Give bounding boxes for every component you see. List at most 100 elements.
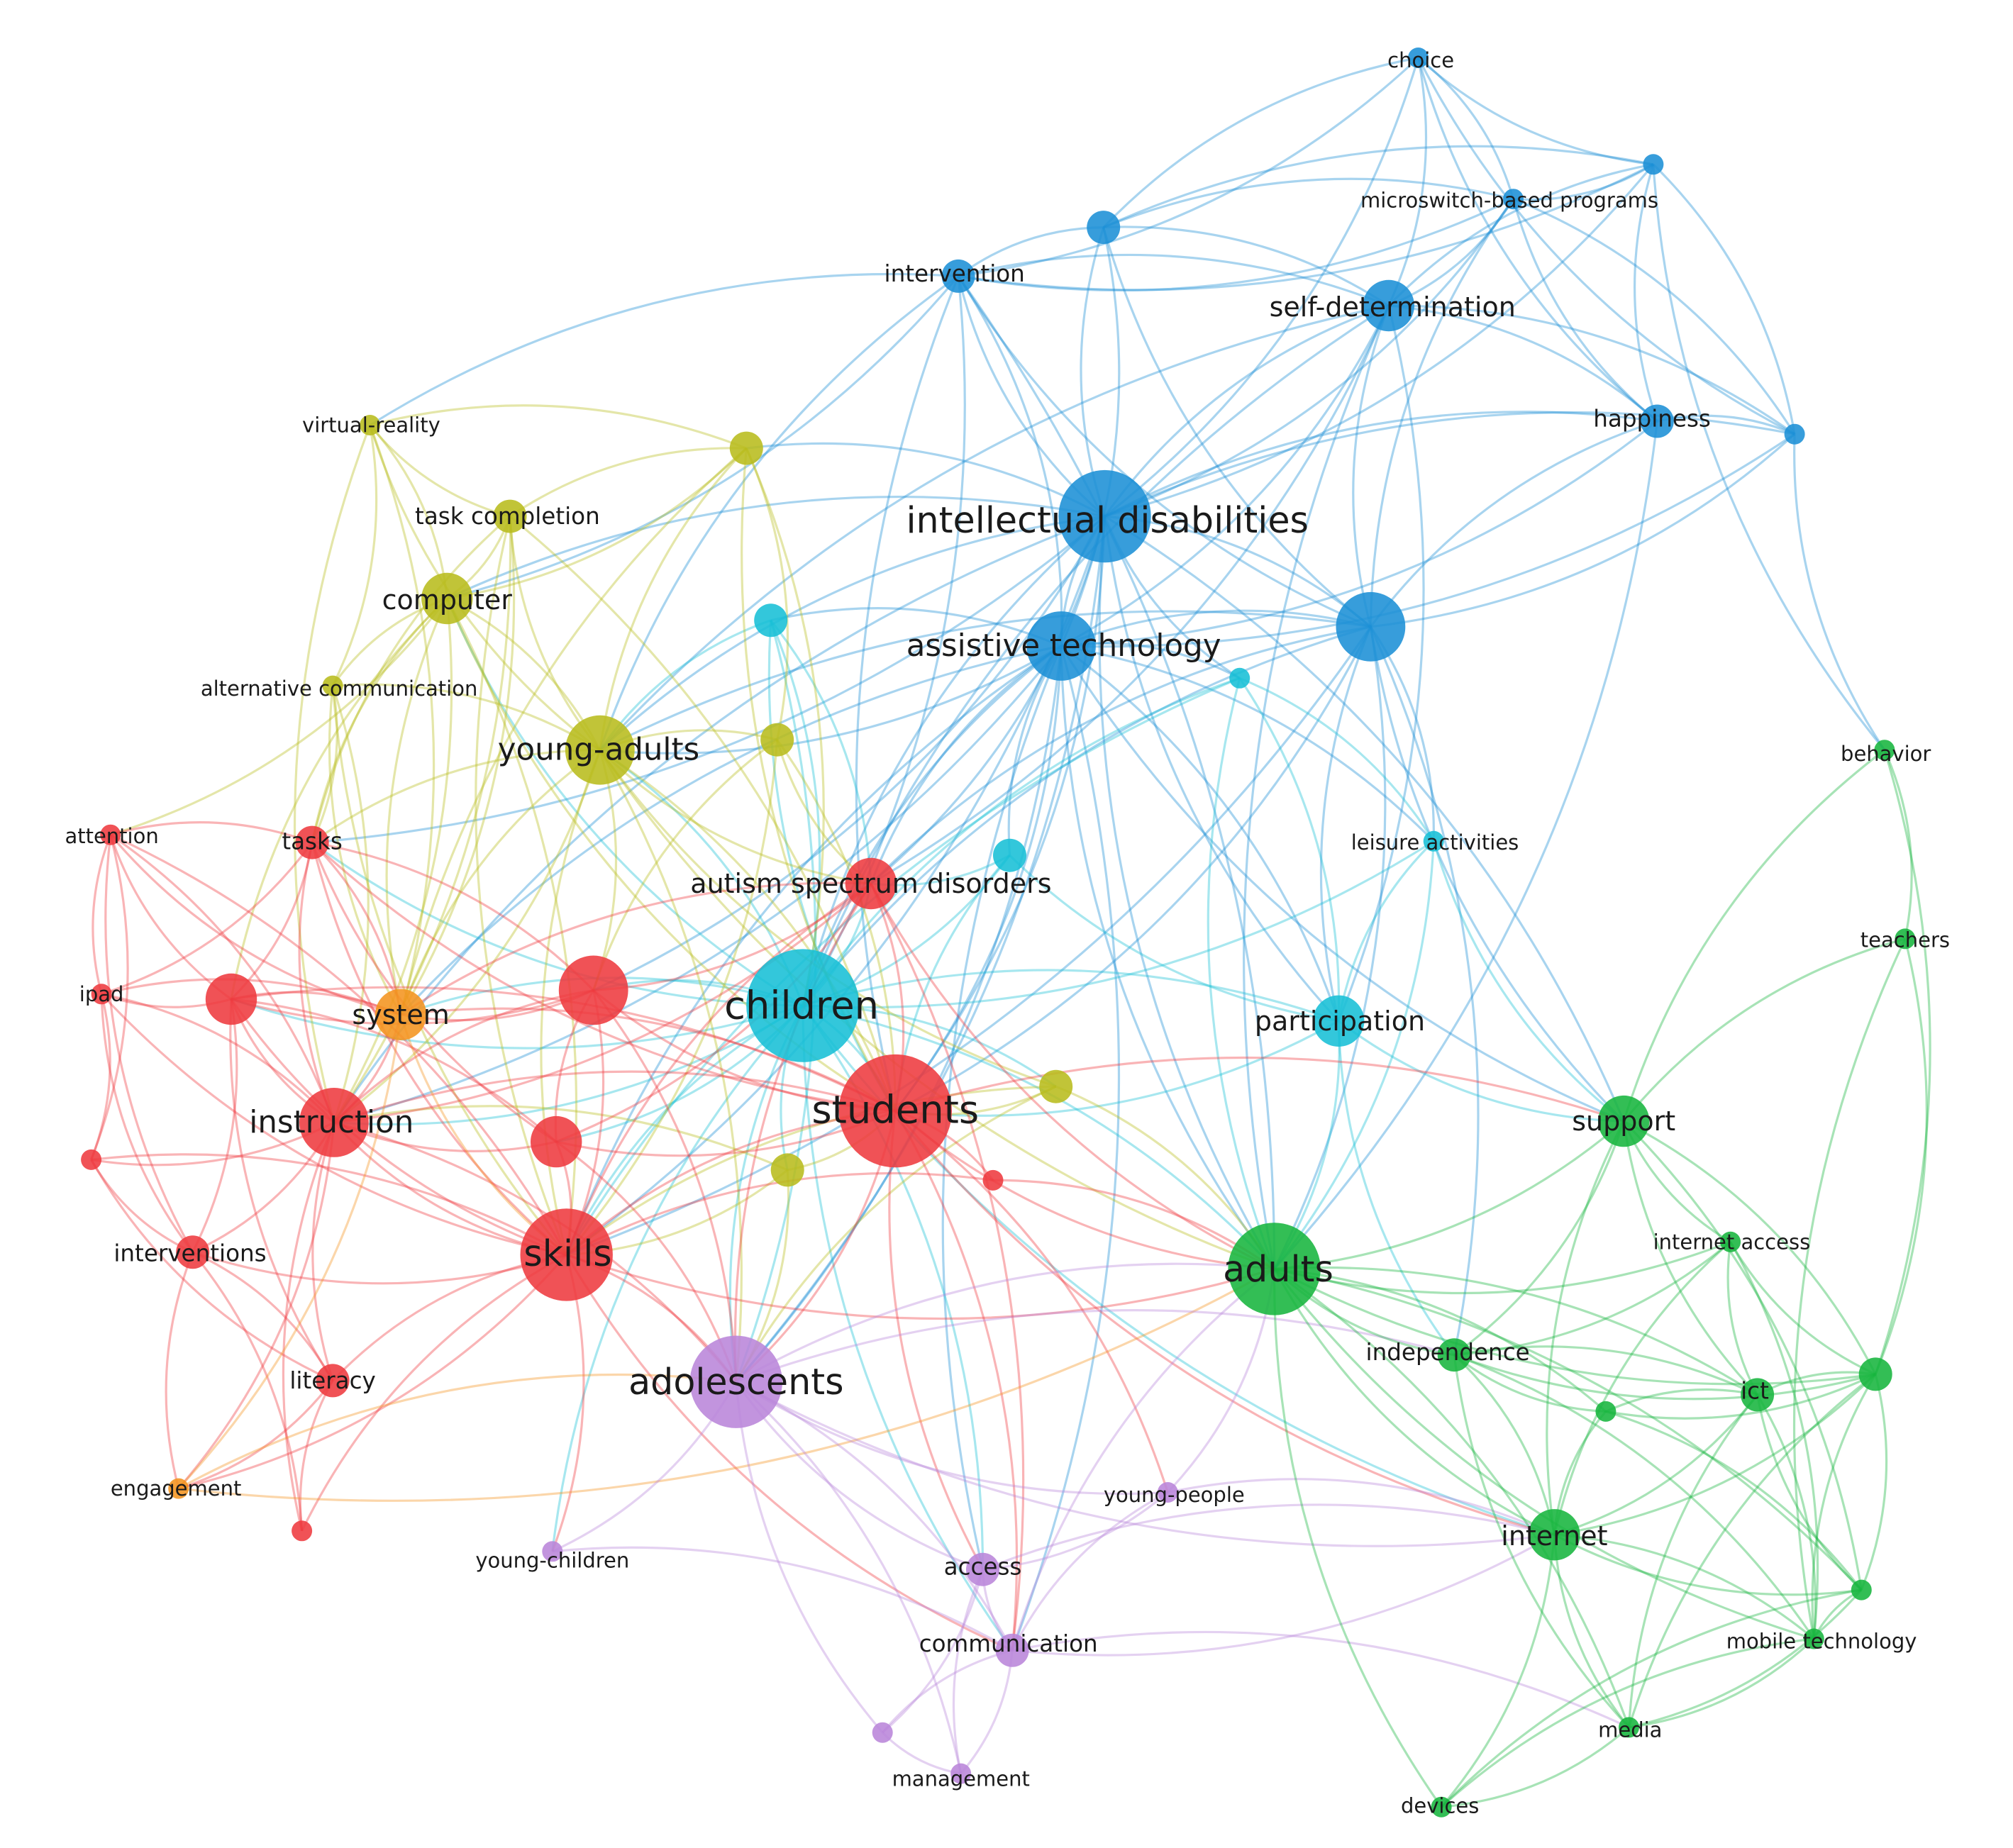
- edge-assist-communication: [1011, 645, 1121, 1651]
- node-n_re6[interactable]: [292, 1520, 313, 1542]
- node-n_re1[interactable]: [205, 973, 257, 1025]
- node-choice[interactable]: [1408, 48, 1429, 68]
- edge-n_bl2-selfdet: [1103, 226, 1390, 307]
- node-skills[interactable]: [520, 1208, 613, 1301]
- node-leisure[interactable]: [1423, 830, 1444, 852]
- node-assist[interactable]: [1026, 611, 1096, 681]
- node-n_pu1[interactable]: [872, 1722, 893, 1743]
- node-internet[interactable]: [1529, 1509, 1580, 1561]
- node-youngchildren[interactable]: [542, 1541, 563, 1562]
- edge-adolescents-independence: [736, 1309, 1455, 1384]
- edge-communication-media: [1011, 1630, 1630, 1729]
- edge-n_gr3-devices: [1440, 1588, 1862, 1808]
- node-taskcomp[interactable]: [493, 499, 527, 533]
- label-intdis: intellectual disabilities: [906, 499, 1308, 541]
- label-microswitch: microswitch-based programs: [1360, 189, 1658, 213]
- node-adolescents[interactable]: [689, 1335, 782, 1428]
- edge-adults-n_gr1: [1273, 1267, 1876, 1386]
- node-n_ol4[interactable]: [770, 1153, 804, 1187]
- node-management[interactable]: [950, 1763, 972, 1784]
- node-n_re3[interactable]: [81, 1149, 102, 1170]
- node-n_re4[interactable]: [531, 1115, 582, 1168]
- node-adults[interactable]: [1228, 1223, 1321, 1315]
- edge-n_bl4-autism: [870, 625, 1371, 885]
- node-selfdet[interactable]: [1363, 279, 1415, 332]
- edge-layer: [90, 56, 1931, 1808]
- label-internet: internet: [1501, 1520, 1607, 1552]
- edge-internet-devices: [1440, 1535, 1556, 1808]
- node-happiness[interactable]: [1640, 404, 1674, 438]
- label-internetaccess: internet access: [1653, 1230, 1811, 1254]
- node-tasks[interactable]: [295, 825, 329, 859]
- node-n_bl3[interactable]: [1784, 423, 1805, 445]
- node-n_re5[interactable]: [982, 1169, 1004, 1191]
- label-instruction: instruction: [249, 1105, 414, 1140]
- node-n_re2[interactable]: [558, 955, 628, 1025]
- node-n_bl1[interactable]: [1643, 154, 1664, 175]
- node-communication[interactable]: [995, 1633, 1029, 1667]
- node-devices[interactable]: [1431, 1796, 1452, 1818]
- edge-participation-students: [895, 1020, 1339, 1117]
- node-children[interactable]: [746, 949, 860, 1062]
- edge-microswitch-intdis: [1104, 198, 1514, 518]
- node-mobiletech[interactable]: [1803, 1628, 1824, 1649]
- node-behavior[interactable]: [1874, 740, 1895, 761]
- node-n_ol1[interactable]: [729, 431, 763, 465]
- node-virtual[interactable]: [360, 415, 381, 435]
- edge-selfdet-intdis: [1104, 304, 1390, 518]
- node-intervention[interactable]: [941, 259, 975, 293]
- node-participation[interactable]: [1313, 995, 1365, 1047]
- node-computer[interactable]: [421, 572, 473, 625]
- node-intdis[interactable]: [1058, 469, 1151, 563]
- node-ict[interactable]: [1741, 1378, 1775, 1412]
- node-literacy[interactable]: [316, 1364, 350, 1398]
- edge-assist-adults: [1060, 645, 1275, 1270]
- node-ipad[interactable]: [91, 984, 112, 1005]
- edge-intdis-instruction: [333, 515, 1106, 1123]
- node-teachers[interactable]: [1895, 928, 1916, 950]
- edge-virtual-instruction: [293, 424, 372, 1123]
- node-n_bl2[interactable]: [1087, 211, 1121, 245]
- label-adults: adults: [1223, 1248, 1333, 1290]
- node-n_bl4[interactable]: [1336, 591, 1406, 662]
- node-engagement[interactable]: [168, 1478, 189, 1499]
- edge-microswitch-n_bl3: [1512, 198, 1796, 435]
- node-n_cy3[interactable]: [993, 838, 1026, 872]
- edge-intdis-support: [1104, 515, 1625, 1122]
- node-instruction[interactable]: [299, 1088, 369, 1157]
- edge-n_re3-skills: [91, 1153, 567, 1256]
- edge-youngpeople-communication: [1011, 1491, 1169, 1652]
- edge-children-communication: [802, 1006, 1014, 1652]
- node-n_cy1[interactable]: [754, 603, 788, 638]
- node-n_gr2[interactable]: [1595, 1401, 1616, 1422]
- edge-computer-attention: [110, 598, 448, 836]
- node-n_gr3[interactable]: [1851, 1579, 1872, 1601]
- node-n_gr1[interactable]: [1858, 1357, 1892, 1391]
- node-microswitch[interactable]: [1503, 189, 1524, 210]
- node-altcomm[interactable]: [322, 675, 343, 696]
- node-independence[interactable]: [1437, 1338, 1471, 1372]
- node-internetaccess[interactable]: [1720, 1231, 1741, 1252]
- node-n_ol2[interactable]: [760, 723, 794, 757]
- node-interventions[interactable]: [176, 1235, 210, 1269]
- label-assist: assistive technology: [906, 628, 1221, 664]
- node-system[interactable]: [375, 989, 427, 1041]
- node-support[interactable]: [1598, 1095, 1650, 1147]
- node-students[interactable]: [838, 1054, 953, 1168]
- node-youngadults[interactable]: [565, 715, 635, 785]
- node-n_cy2[interactable]: [1229, 667, 1250, 689]
- edge-communication-adults: [1011, 1268, 1275, 1651]
- edge-students-communication: [894, 1110, 1019, 1651]
- edge-selfdet-adults: [1243, 305, 1390, 1269]
- label-independence: independence: [1366, 1339, 1530, 1366]
- node-media[interactable]: [1619, 1717, 1639, 1738]
- node-autism[interactable]: [845, 857, 897, 910]
- edge-intervention-virtual: [369, 272, 959, 426]
- node-youngpeople[interactable]: [1157, 1482, 1178, 1503]
- edge-assist-youngadults: [599, 645, 1062, 755]
- node-access[interactable]: [966, 1552, 999, 1586]
- node-attention[interactable]: [100, 824, 121, 845]
- edge-intdis-adults: [1098, 516, 1275, 1270]
- node-n_ol3[interactable]: [1039, 1069, 1073, 1103]
